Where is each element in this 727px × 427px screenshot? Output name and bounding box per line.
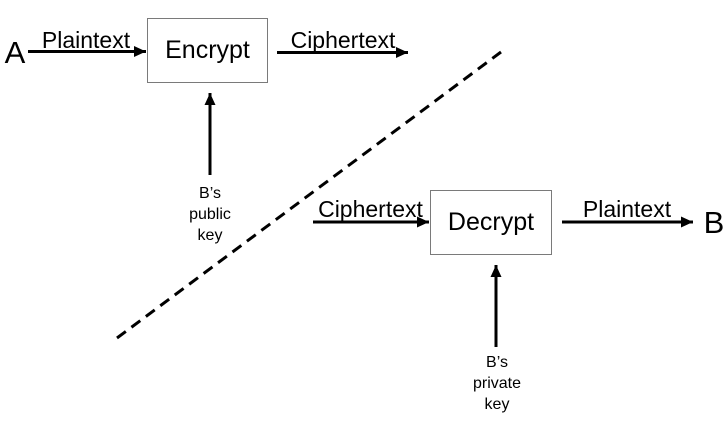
label-public-key: B’s public key xyxy=(189,185,231,244)
label-plaintext-out: Plaintext xyxy=(582,196,672,222)
decrypt-box: Decrypt xyxy=(430,190,552,255)
node-receiver-b: B xyxy=(703,205,725,240)
node-sender-a: A xyxy=(4,35,26,70)
label-private-key: B’s private key xyxy=(472,354,522,413)
encrypt-box-label: Encrypt xyxy=(165,36,250,64)
label-plaintext-in: Plaintext xyxy=(41,27,131,53)
trust-boundary-dashed-line xyxy=(116,50,502,340)
label-ciphertext-in: Ciphertext xyxy=(318,196,423,222)
encrypt-box: Encrypt xyxy=(147,18,268,83)
decrypt-box-label: Decrypt xyxy=(447,208,535,236)
label-ciphertext-out: Ciphertext xyxy=(290,27,396,53)
